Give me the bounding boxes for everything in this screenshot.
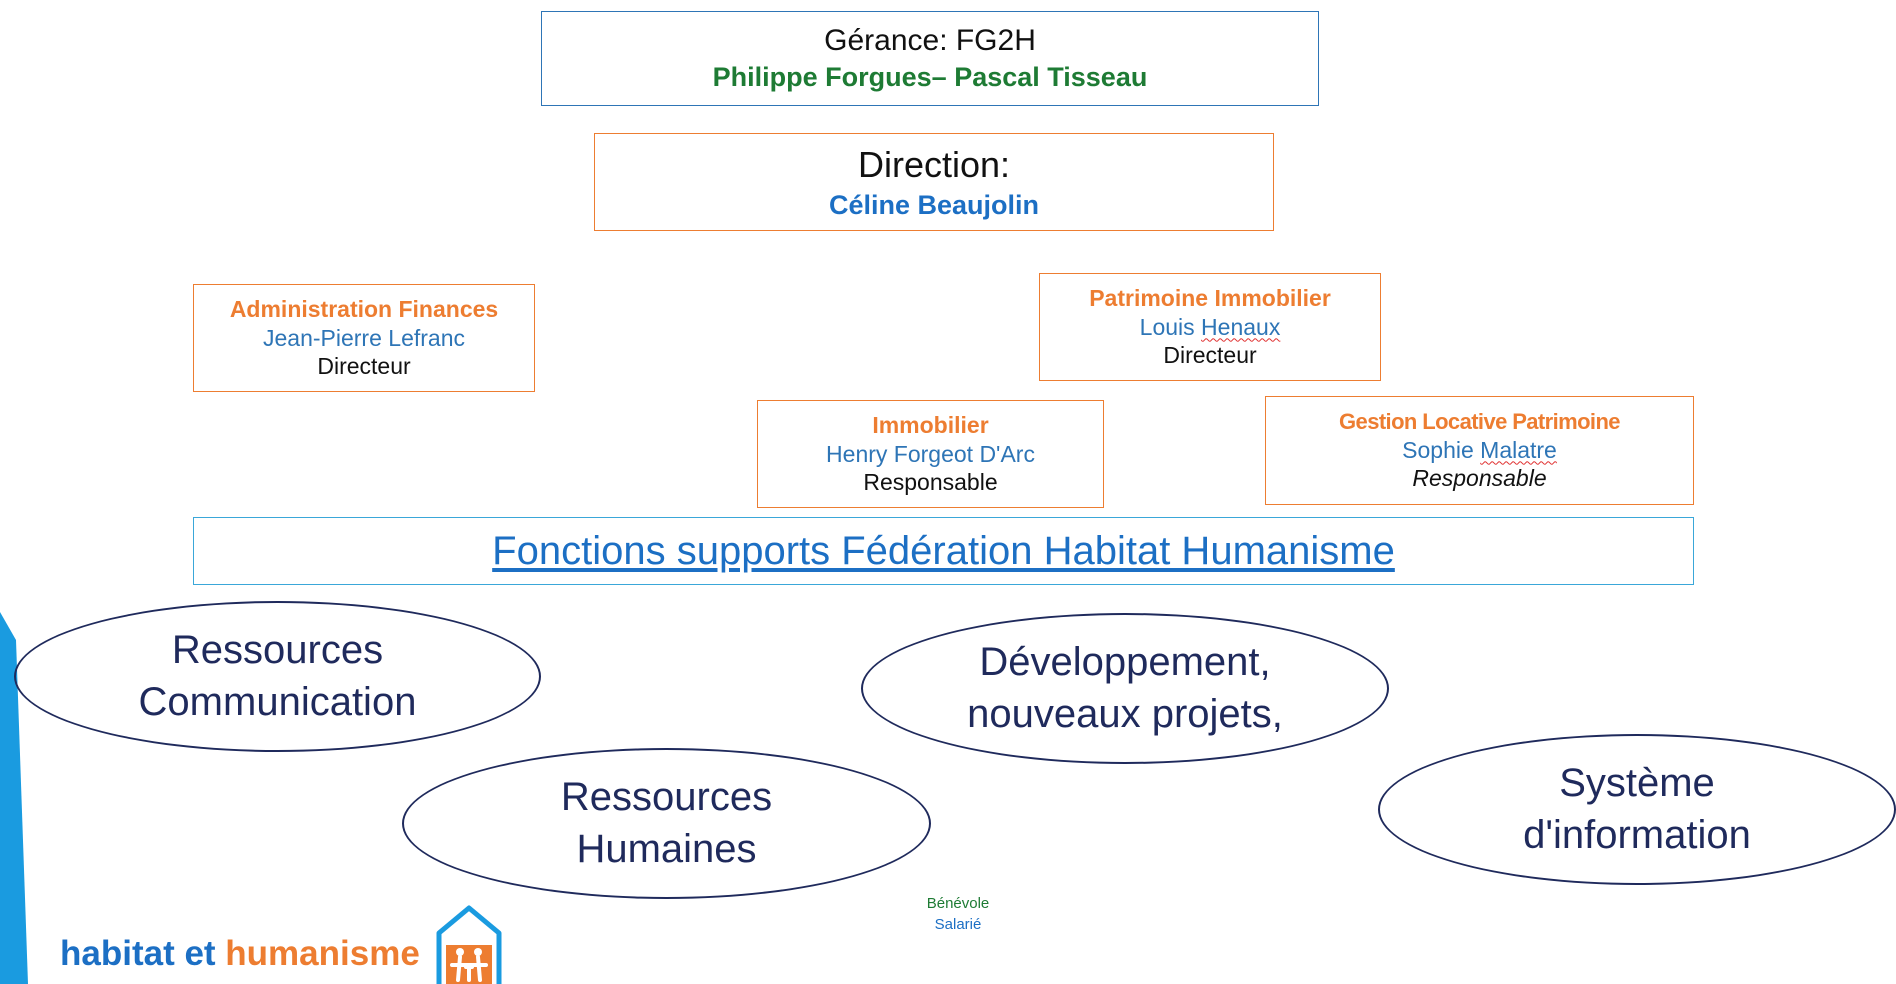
ellipse-ressources-humaines: Ressources Humaines (402, 748, 931, 899)
immobilier-title: Immobilier (872, 411, 989, 438)
patrimoine-title: Patrimoine Immobilier (1089, 284, 1331, 311)
ressources-communication-line1: Ressources (171, 628, 384, 673)
immobilier-name: Henry Forgeot D'Arc (826, 440, 1035, 467)
direction-title: Direction: (857, 143, 1011, 185)
immobilier-role: Responsable (863, 469, 998, 496)
gerance-box: Gérance: FG2H Philippe Forgues– Pascal T… (541, 11, 1319, 106)
patrimoine-role: Directeur (1163, 342, 1257, 369)
gerance-names: Philippe Forgues– Pascal Tisseau (712, 62, 1148, 93)
admin-finances-role: Directeur (317, 353, 411, 380)
gestion-locative-name: Sophie Malatre (1402, 436, 1557, 463)
developpement-line1: Développement, (979, 640, 1271, 685)
immobilier-box: Immobilier Henry Forgeot D'Arc Responsab… (757, 400, 1104, 508)
gerance-title: Gérance: FG2H (824, 23, 1036, 57)
admin-finances-title: Administration Finances (229, 295, 499, 322)
admin-finances-name: Jean-Pierre Lefranc (263, 324, 465, 351)
ressources-communication-line2: Communication (138, 679, 417, 724)
patrimoine-name: Louis Henaux (1139, 313, 1281, 340)
fonctions-supports-link[interactable]: Fonctions supports Fédération Habitat Hu… (492, 529, 1395, 573)
gestion-locative-role: Responsable (1412, 465, 1547, 492)
legend: Bénévole Salarié (905, 893, 1011, 935)
systeme-information-line1: Système (1559, 761, 1715, 806)
logo-text: habitat et humanisme (60, 934, 420, 973)
ressources-humaines-line2: Humaines (576, 826, 757, 871)
habitat-humanisme-logo: habitat et humanisme (60, 905, 504, 984)
patrimoine-box: Patrimoine Immobilier Louis Henaux Direc… (1039, 273, 1381, 381)
direction-box: Direction: Céline Beaujolin (594, 133, 1274, 231)
admin-finances-box: Administration Finances Jean-Pierre Lefr… (193, 284, 535, 392)
systeme-information-line2: d'information (1523, 812, 1751, 857)
gestion-locative-box: Gestion Locative Patrimoine Sophie Malat… (1265, 396, 1694, 505)
ressources-humaines-line1: Ressources (560, 775, 773, 820)
house-family-icon (436, 905, 502, 984)
legend-benevole: Bénévole (926, 895, 990, 912)
ellipse-ressources-communication: Ressources Communication (14, 601, 541, 752)
direction-name: Céline Beaujolin (828, 189, 1040, 220)
ellipse-systeme-information: Système d'information (1378, 734, 1896, 885)
gestion-locative-title: Gestion Locative Patrimoine (1339, 409, 1620, 434)
ellipse-developpement: Développement, nouveaux projets, (861, 613, 1389, 764)
developpement-line2: nouveaux projets, (967, 691, 1283, 736)
fonctions-supports-banner: Fonctions supports Fédération Habitat Hu… (193, 517, 1694, 585)
legend-salarie: Salarié (934, 916, 982, 933)
